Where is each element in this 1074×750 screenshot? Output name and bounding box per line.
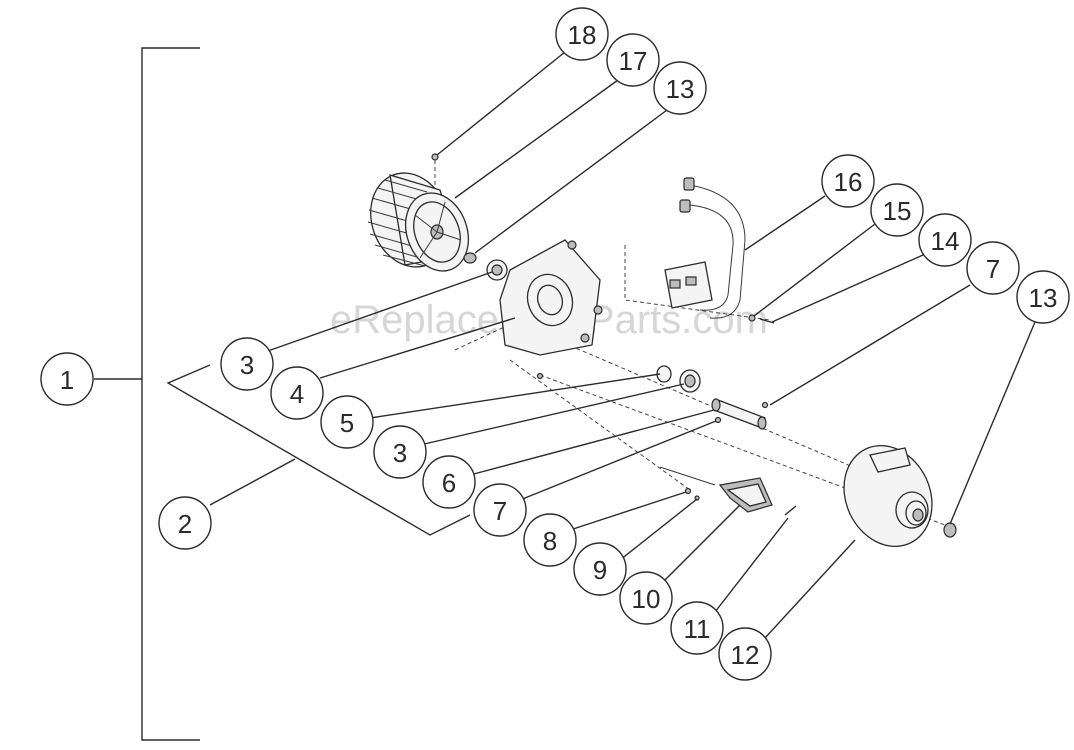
callout-7b-label: 7 (986, 254, 1000, 284)
callout-4: 4 (270, 366, 324, 420)
callout-8-label: 8 (543, 526, 557, 556)
callout-6: 6 (422, 455, 476, 509)
callout-15: 15 (870, 183, 924, 237)
callout-1-label: 1 (60, 365, 74, 395)
callout-12-label: 12 (731, 640, 760, 670)
motor-end-cover (843, 444, 933, 548)
callout-14-label: 14 (931, 226, 960, 256)
callout-14: 14 (918, 213, 972, 267)
callout-3a: 3 (220, 337, 274, 391)
bearing-rear (679, 369, 701, 393)
motor-plate (499, 239, 603, 356)
assembly-bracket (94, 47, 200, 741)
callout-11-label: 11 (684, 614, 711, 644)
motor-shaft (711, 398, 767, 430)
callout-7a-label: 7 (493, 496, 507, 526)
callout-16: 16 (821, 154, 875, 208)
callout-9-label: 9 (593, 555, 607, 585)
callout-13a: 13 (653, 61, 707, 115)
callout-17-label: 17 (619, 46, 648, 76)
callout-5: 5 (320, 395, 374, 449)
callout-5-label: 5 (340, 408, 354, 438)
key-7-left (714, 416, 722, 424)
fan-nut (463, 252, 477, 264)
bearing-front (486, 259, 508, 281)
callout-13a-label: 13 (666, 74, 695, 104)
pressure-switch (664, 177, 746, 319)
screw-8 (684, 487, 692, 495)
callout-10-label: 10 (632, 584, 661, 614)
callout-3a-label: 3 (240, 350, 254, 380)
brush-holder (718, 477, 773, 513)
callout-2: 2 (158, 496, 212, 550)
callout-13b-label: 13 (1029, 283, 1058, 313)
callout-7a: 7 (473, 483, 527, 537)
pin (536, 372, 544, 380)
callout-12: 12 (718, 627, 772, 681)
callout-6-label: 6 (442, 468, 456, 498)
leader-lines (264, 51, 1036, 639)
washer-15 (748, 314, 756, 322)
callout-10: 10 (619, 571, 673, 625)
callout-2-label: 2 (178, 509, 192, 539)
callout-7b: 7 (966, 241, 1020, 295)
callout-15-label: 15 (883, 196, 912, 226)
set-screw (431, 153, 439, 161)
callout-1: 1 (40, 352, 94, 406)
callout-3b: 3 (373, 425, 427, 479)
subassembly-bracket (166, 364, 471, 536)
callout-17: 17 (606, 33, 660, 87)
end-nut (943, 522, 957, 538)
screw-11 (784, 505, 797, 516)
callout-13b: 13 (1016, 270, 1070, 324)
callout-11: 11 (670, 601, 724, 655)
lead-wire (659, 466, 716, 486)
callout-18-label: 18 (568, 20, 597, 50)
screw-14 (759, 318, 775, 324)
key-7-right (761, 401, 769, 409)
blower-wheel (367, 172, 469, 272)
callout-9: 9 (573, 542, 627, 596)
callout-18: 18 (555, 7, 609, 61)
callout-8: 8 (523, 513, 577, 567)
callout-3b-label: 3 (393, 438, 407, 468)
callout-4-label: 4 (290, 379, 304, 409)
callout-16-label: 16 (834, 167, 863, 197)
